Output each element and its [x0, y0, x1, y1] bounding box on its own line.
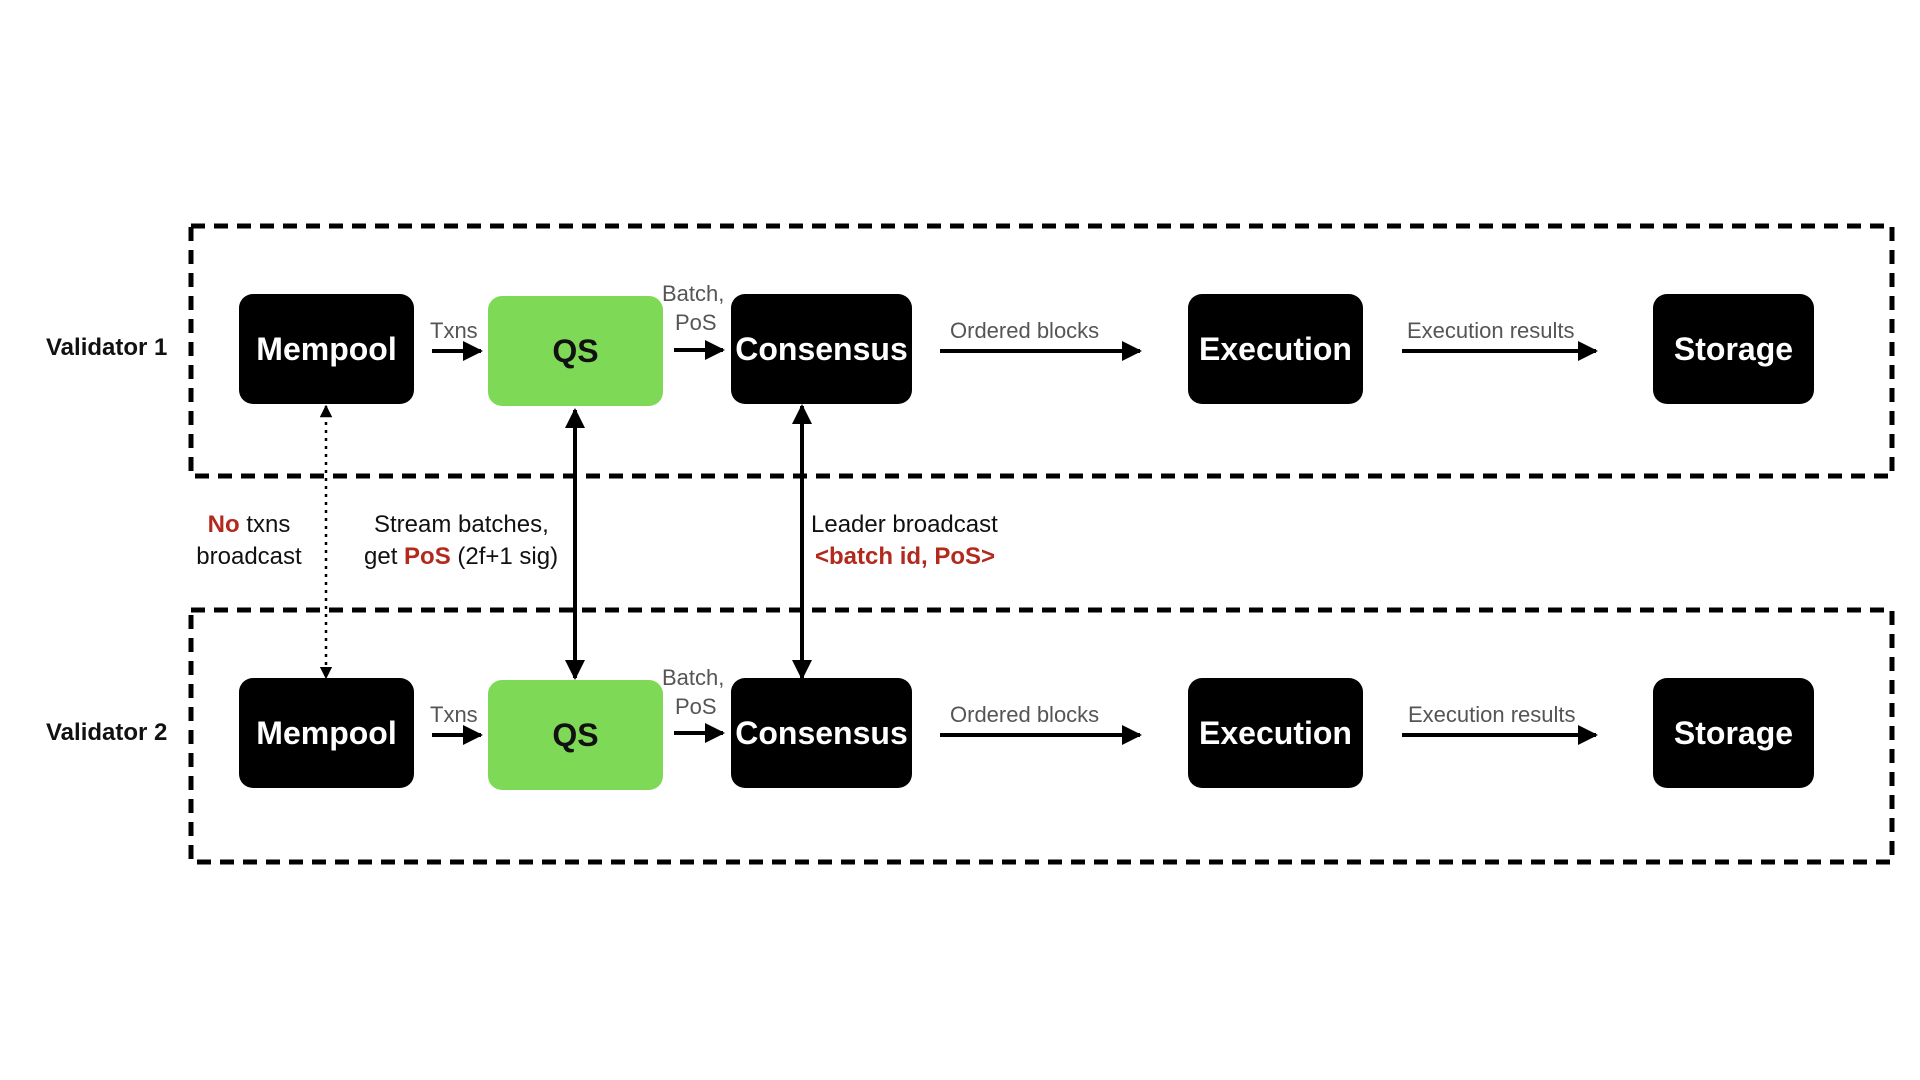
mempool-link-emphasis: No	[207, 511, 240, 538]
v1-storage-box: Storage	[1653, 294, 1814, 404]
validator-2-border	[188, 607, 1895, 865]
mempool-link-note-line1: No txns	[188, 509, 310, 541]
validator-1-label: Validator 1	[46, 334, 168, 361]
v1-batch-label-line2: PoS	[675, 310, 717, 335]
qs-link-note-line1: Stream batches,	[374, 511, 549, 538]
v2-execution-results-label: Execution results	[1408, 702, 1576, 727]
v1-txns-label: Txns	[430, 318, 478, 343]
v1-execution-results-label: Execution results	[1407, 318, 1575, 343]
mempool-link-note: No txns broadcast	[188, 509, 310, 573]
v1-execution-box: Execution	[1188, 294, 1363, 404]
v1-ordered-blocks-label: Ordered blocks	[950, 318, 1100, 343]
v1-consensus-box: Consensus	[731, 294, 912, 404]
v2-batch-label-line2: PoS	[675, 694, 717, 719]
qs-link-line2-suffix: (2f+1 sig)	[450, 543, 559, 570]
v1-qs-box: QS	[488, 296, 663, 406]
v2-mempool-box: Mempool	[239, 678, 414, 788]
mempool-link-line1-rest: txns	[239, 511, 291, 538]
v2-storage-box: Storage	[1653, 678, 1814, 788]
v1-mempool-box: Mempool	[239, 294, 414, 404]
qs-link-note-line2: get PoS (2f+1 sig)	[364, 541, 558, 573]
consensus-link-note: Leader broadcast <batch id, PoS>	[811, 509, 998, 573]
validator-2-label: Validator 2	[46, 719, 168, 746]
v2-qs-box: QS	[488, 680, 663, 790]
validator-1-border	[188, 223, 1895, 479]
v2-batch-label-line1: Batch,	[662, 665, 725, 690]
mempool-link-note-line2: broadcast	[196, 543, 302, 570]
v2-consensus-box: Consensus	[731, 678, 912, 788]
qs-link-line2-prefix: get	[364, 543, 405, 570]
consensus-link-emphasis: <batch id, PoS>	[815, 543, 996, 570]
v2-ordered-blocks-label: Ordered blocks	[950, 702, 1100, 727]
qs-link-emphasis: PoS	[404, 543, 451, 570]
consensus-link-note-line1: Leader broadcast	[811, 511, 998, 538]
v2-execution-box: Execution	[1188, 678, 1363, 788]
v1-batch-label-line1: Batch,	[662, 281, 725, 306]
v2-txns-label: Txns	[430, 702, 478, 727]
qs-link-note: Stream batches, get PoS (2f+1 sig)	[364, 509, 558, 573]
